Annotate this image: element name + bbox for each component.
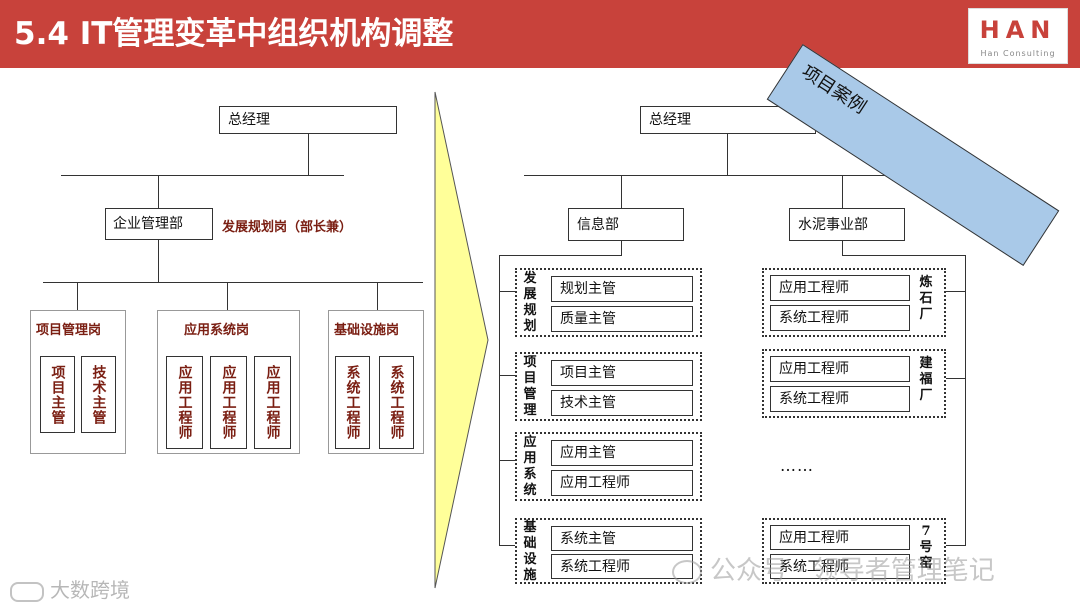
group-side-label: 发展规划 [523,271,537,334]
connector [499,375,515,376]
wechat-watermark: 公众号 · 领导者管理笔记 [672,550,995,587]
info-group-planning [515,268,702,337]
connector [377,282,378,310]
role-box: 应用工程师 [551,470,693,496]
info-group-project [515,352,702,421]
han-logo: HAN Han Consulting [968,8,1068,64]
connector [499,460,515,461]
role-box: 系统工程师 [335,356,370,449]
role-box: 技术主管 [551,390,693,416]
connector [227,282,228,310]
logo-main-text: HAN [979,16,1057,44]
role-label: 项目主管 [49,364,66,425]
group-project-mgmt [30,310,126,454]
connector [158,240,159,282]
left-gm-box: 总经理 [219,106,397,134]
role-box: 应用工程师 [770,525,910,550]
role-label: 系统工程师 [344,365,361,440]
connector [308,134,309,175]
group-title: 基础设施岗 [334,323,400,338]
connector [842,255,966,256]
source-text: 大数跨境 [50,578,130,602]
source-logo-icon [10,581,44,602]
connector [842,175,843,208]
connector [946,378,966,379]
group-side-label: 基础设施 [523,520,537,583]
cement-dept-box: 水泥事业部 [789,208,905,241]
left-dept-box: 企业管理部 [105,208,213,240]
role-box: 应用主管 [551,440,693,466]
connector [499,545,515,546]
dept-note: 发展规划岗（部长兼） [222,220,353,235]
connector [965,255,966,545]
role-box: 质量主管 [551,306,693,332]
slide-title: 5.4 IT管理变革中组织机构调整 [14,16,454,52]
connector [43,282,423,283]
role-box: 应用工程师 [166,356,203,449]
info-group-infra [515,518,702,584]
connector [727,134,728,175]
role-box: 技术主管 [81,356,116,433]
role-label: 应用工程师 [220,365,237,440]
connector [77,282,78,310]
transition-arrow [434,91,489,589]
connector [499,255,622,256]
plant-group [762,268,946,337]
role-box: 项目主管 [40,356,75,433]
role-box: 应用工程师 [254,356,291,449]
role-label: 应用工程师 [176,365,193,440]
group-app-systems [157,310,300,454]
role-box: 规划主管 [551,276,693,302]
role-label: 应用工程师 [264,365,281,440]
role-label: 系统工程师 [388,365,405,440]
role-box: 应用工程师 [770,275,910,301]
connector [946,291,966,292]
role-box: 系统主管 [551,526,693,551]
group-title: 项目管理岗 [36,323,102,338]
info-group-apps [515,432,702,501]
logo-sub-text: Han Consulting [980,49,1056,58]
wechat-icon [672,559,702,584]
role-box: 系统工程师 [770,554,910,579]
connector [61,175,344,176]
role-box: 应用工程师 [770,356,910,382]
role-box: 系统工程师 [379,356,414,449]
source-watermark: 大数跨境 [10,574,130,603]
role-box: 应用工程师 [210,356,247,449]
connector [524,175,920,176]
connector [499,291,515,292]
connector [621,175,622,208]
plant-group [762,518,946,584]
connector [499,255,500,545]
title-bar [0,0,1080,68]
plant-label: 7号窑 [919,524,933,571]
group-side-label: 项目管理 [523,355,537,418]
group-side-label: 应用系统 [523,435,537,498]
role-box: 系统工程师 [770,386,910,412]
plant-label: 炼石厂 [919,275,933,322]
role-box: 系统工程师 [551,554,693,579]
plant-group [762,349,946,418]
connector [621,241,622,255]
group-infrastructure [328,310,424,454]
role-box: 项目主管 [551,360,693,386]
connector [158,175,159,208]
info-dept-box: 信息部 [568,208,684,241]
group-title: 应用系统岗 [184,323,250,338]
plant-label: 建福厂 [919,356,933,403]
connector [946,545,966,546]
role-box: 系统工程师 [770,305,910,331]
role-label: 技术主管 [90,364,107,425]
ellipsis: …… [780,456,814,475]
connector [842,241,843,255]
watermark-text: 公众号 · 领导者管理笔记 [710,556,995,586]
